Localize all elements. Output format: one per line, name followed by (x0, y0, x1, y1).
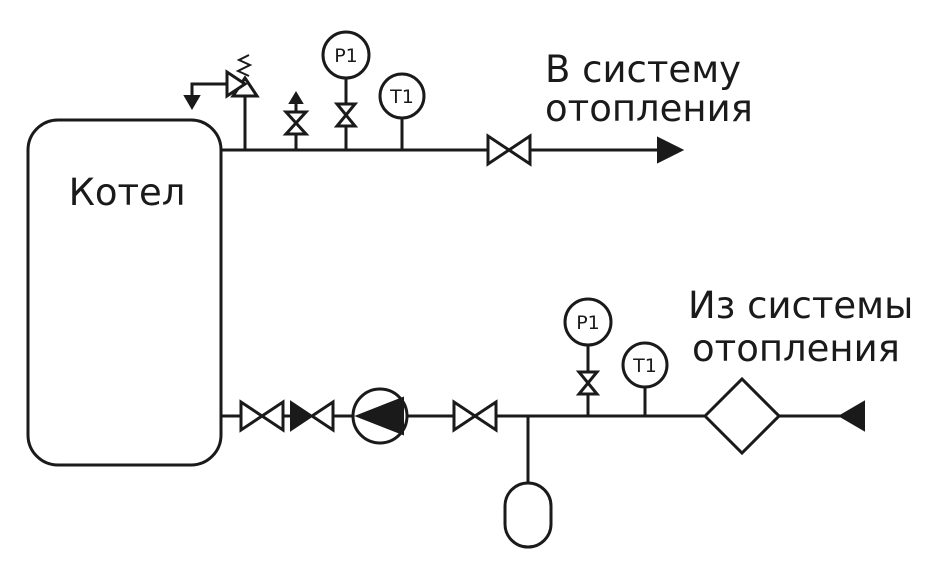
supply-shutoff-valve (486, 133, 532, 167)
supply-temperature-gauge: T1 (378, 72, 426, 150)
supply-temperature-label: T1 (389, 86, 414, 108)
supply-pressure-valve-upper (333, 102, 359, 118)
valve1-right-triangle (259, 399, 285, 433)
return-pressure-dial (563, 297, 613, 347)
check-valve (290, 399, 335, 433)
supply-flow-arrow (657, 136, 685, 164)
air-vent (282, 91, 310, 150)
expansion-tank-vessel (503, 481, 553, 549)
strainer-filter (702, 376, 782, 456)
valve1-left-triangle (239, 399, 265, 433)
circulation-pump (351, 387, 409, 445)
air-vent-valve-upper (282, 110, 310, 126)
boiler-label: Котел (69, 171, 186, 214)
return-shutoff-valve-1 (239, 399, 285, 433)
supply-pressure-label: P1 (334, 45, 358, 67)
return-pressure-valve-upper (575, 370, 601, 386)
valve2-left-triangle (452, 399, 478, 433)
return-pressure-valve-lower (575, 380, 601, 396)
discharge-down-arrow-icon (183, 95, 201, 110)
check-valve-filled-triangle (290, 400, 314, 432)
return-pressure-gauge: P1 (563, 297, 613, 416)
return-temperature-label: T1 (632, 355, 657, 377)
return-line: P1 T1 Из системы отопления (221, 284, 913, 549)
boiler: Котел (26, 118, 223, 467)
air-vent-up-arrow-icon (288, 91, 304, 104)
supply-line: P1 T1 В систему отопления (183, 30, 753, 167)
air-vent-valve-lower (282, 120, 310, 136)
supply-pressure-dial (321, 30, 371, 80)
return-label-line1: Из системы (688, 284, 913, 327)
supply-pressure-gauge: P1 (321, 30, 371, 150)
supply-valve-right-triangle (506, 133, 532, 167)
supply-label-line2: отопления (545, 87, 753, 130)
safety-relief-valve (183, 54, 260, 150)
boiler-body (26, 118, 223, 467)
supply-label-line1: В систему (545, 48, 741, 91)
supply-temperature-dial (378, 72, 426, 120)
return-temperature-dial (621, 341, 669, 389)
relief-valve-discharge-pipe (190, 82, 227, 98)
return-label-line2: отопления (692, 327, 900, 370)
valve2-right-triangle (472, 399, 498, 433)
relief-valve-spring (235, 54, 253, 77)
return-shutoff-valve-2 (452, 399, 498, 433)
return-flow-arrow (838, 400, 865, 432)
check-valve-open-triangle (309, 399, 335, 433)
return-temperature-gauge: T1 (621, 341, 669, 416)
return-pressure-label: P1 (576, 312, 600, 334)
pump-direction-icon (354, 396, 404, 436)
supply-valve-left-triangle (486, 133, 512, 167)
supply-pressure-valve-lower (333, 112, 359, 128)
expansion-tank (503, 416, 553, 549)
